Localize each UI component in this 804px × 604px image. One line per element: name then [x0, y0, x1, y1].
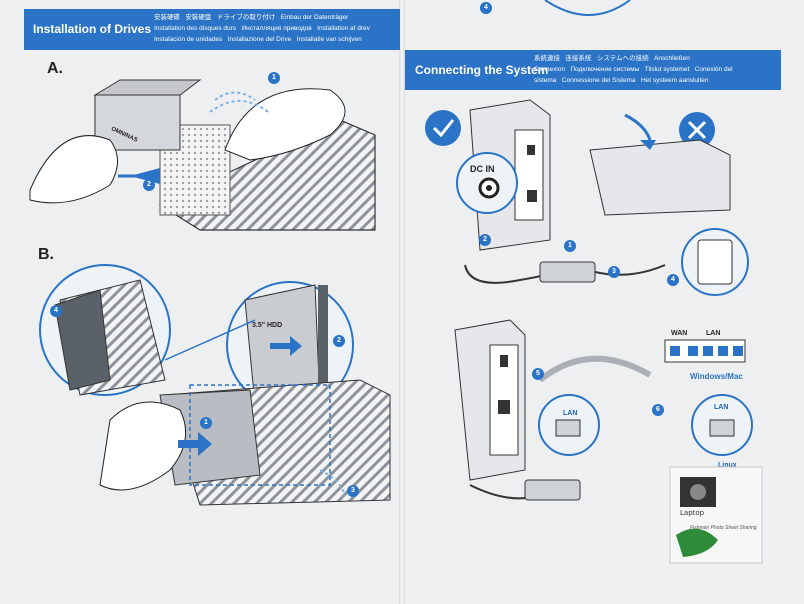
step-badge: 1 — [564, 240, 576, 252]
page-fold — [399, 0, 405, 604]
step-badge: 1 — [200, 417, 212, 429]
right-translations-3: sistema Connessione del Sistema Het syst… — [534, 77, 709, 84]
right-header-band: Connecting the System — [405, 50, 781, 90]
right-translations-2: Connexion Подключение системы Tilslut sy… — [534, 66, 733, 73]
step-a-letter: A. — [47, 60, 63, 77]
left-translations-3: Instalación de unidades Installazione de… — [154, 36, 362, 43]
left-translations-2: Installation des disques durs Инсталляци… — [154, 25, 370, 32]
step-a-illustration — [29, 79, 376, 231]
connect-power-illustration — [425, 99, 749, 296]
step-badge: 4 — [480, 2, 492, 14]
step-badge: 5 — [532, 368, 544, 380]
step-badge: 2 — [333, 335, 345, 347]
watermark-line1: Laptop — [680, 509, 705, 517]
watermark-stamp: Laptop Fishman Photo Sheet Sharing — [668, 465, 764, 565]
connect-lan-illustration — [454, 319, 753, 501]
step-badge: 3 — [608, 266, 620, 278]
hdd-label: 3.5" HDD — [252, 322, 283, 329]
step-b-illustration — [39, 264, 391, 506]
lan-switch-label: LAN — [706, 330, 721, 337]
top-callout-arc — [544, 0, 631, 16]
dc-in-label: DC IN — [470, 164, 495, 174]
wan-label: WAN — [671, 330, 688, 337]
left-header-band: Installation of Drives — [24, 9, 400, 50]
step-badge: 2 — [479, 234, 491, 246]
step-badge: 4 — [50, 305, 62, 317]
watermark-graphic — [669, 466, 763, 564]
right-translations-1: 系統連接 连接系统 システムへの接続 Anschließen — [534, 55, 690, 62]
lan-port-label: LAN — [563, 410, 578, 417]
step-badge: 1 — [268, 72, 280, 84]
watermark-line2: Fishman Photo Sheet Sharing — [690, 525, 757, 531]
step-badge: 2 — [143, 179, 155, 191]
linux-label: Linux — [718, 462, 737, 469]
left-translations-1: 安装硬碟 安裝硬盘 ドライブの取り付け Einbau der Datenträg… — [154, 14, 349, 21]
step-badge: 3 — [347, 485, 359, 497]
left-section-title: Installation of Drives — [33, 22, 152, 36]
lan-port-label-2: LAN — [714, 404, 729, 411]
step-b-letter: B. — [38, 246, 54, 263]
right-section-title: Connecting the System — [415, 63, 549, 77]
step-badge: 4 — [667, 274, 679, 286]
step-badge: 6 — [652, 404, 664, 416]
os-label: Windows/Mac — [690, 372, 743, 381]
